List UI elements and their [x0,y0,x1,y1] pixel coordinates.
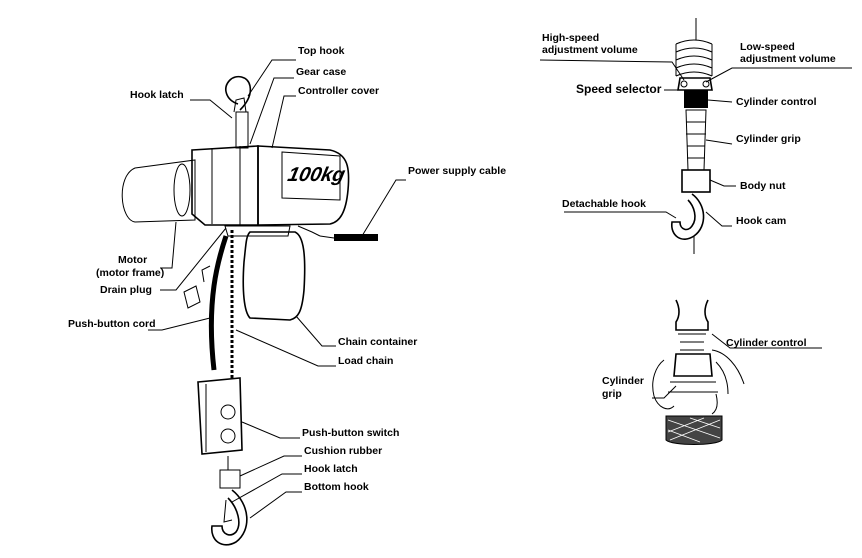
label-power-supply-cable: Power supply cable [408,165,507,177]
pendant-illustration [671,18,713,254]
grip-detail-leader-lines [652,333,822,399]
capacity-marking: 100kg [285,164,348,186]
label-detail-cylinder-grip-2: grip [602,388,622,400]
label-speed-selector: Speed selector [576,82,662,96]
label-detachable-hook: Detachable hook [562,198,647,210]
coiled-cord-edges [675,44,713,76]
label-chain-container: Chain container [338,336,418,348]
label-low-speed-2: adjustment volume [740,53,836,65]
label-cushion-rubber: Cushion rubber [304,445,383,457]
cylinder-grip-shape [685,109,707,171]
motor-end-ring [173,163,191,217]
grip-detail-rings [668,381,718,393]
push-button-switch-body [197,377,243,455]
hoist-leader-lines [148,59,406,519]
capacity-plate [281,151,341,201]
push-button-cord-shape [208,235,229,371]
label-detail-cylinder-grip-1: Cylinder [602,375,645,387]
power-cable-link [319,235,335,239]
power-cable-lead [297,225,321,237]
chain-container-shape [242,231,306,321]
power-cable-plug [334,234,378,241]
cylinder-grip-rings [686,121,706,159]
grip-detail-control-band [673,353,713,377]
hand-outline [652,349,745,415]
controller-cover-shape [257,145,350,226]
label-high-speed-2: adjustment volume [542,44,638,56]
low-speed-knob [702,80,710,88]
bottom-hook-latch-shape [223,499,233,523]
cord-strain-loop [201,265,211,283]
label-gear-case: Gear case [296,66,347,78]
label-detail-cylinder-control: Cylinder control [726,337,807,349]
label-push-button-switch: Push-button switch [302,427,400,439]
speed-selector-shape [677,77,713,91]
grip-detail-knurl-lines [678,333,706,351]
label-bottom-hook: Bottom hook [304,481,369,493]
grip-detail-top [675,299,709,331]
label-hook-cam: Hook cam [736,215,787,227]
label-top-hook: Top hook [298,45,345,57]
pendant-leader-lines [539,59,852,227]
drain-plug-tag [183,285,201,309]
top-hook-shank [235,111,249,149]
motor-shape [121,159,196,223]
label-push-button-cord: Push-button cord [68,318,156,330]
label-motor: Motor [118,254,148,266]
grip-detail-knurl-pattern [667,417,721,443]
label-cylinder-control: Cylinder control [736,96,817,108]
label-controller-cover: Controller cover [298,85,380,97]
label-hook-latch-bottom: Hook latch [304,463,358,475]
label-high-speed-1: High-speed [542,32,600,44]
label-drain-plug: Drain plug [100,284,152,296]
cylinder-control-shape [684,90,708,108]
hoist-illustration [121,75,378,546]
grip-detail-illustration [652,299,745,445]
gear-case-shape [191,145,259,226]
top-hook-shape [225,75,252,111]
gear-case-ribs [211,146,241,225]
top-hook-latch-shape [233,97,247,113]
high-speed-knob [680,80,688,88]
cushion-rubber-shape [219,469,241,489]
label-body-nut: Body nut [740,180,786,192]
label-motor-frame: (motor frame) [96,267,165,279]
label-low-speed-1: Low-speed [740,41,795,53]
label-load-chain: Load chain [338,355,394,367]
label-cylinder-grip: Cylinder grip [736,133,801,145]
bottom-hook-shape [211,489,248,546]
push-button-down [220,428,236,444]
detachable-hook-shape [671,193,705,240]
push-button-up [220,404,236,420]
body-nut-shape [681,169,711,193]
hanger-bracket [224,225,291,237]
coiled-cord-shape [675,39,713,77]
label-hook-latch-top: Hook latch [130,89,184,101]
